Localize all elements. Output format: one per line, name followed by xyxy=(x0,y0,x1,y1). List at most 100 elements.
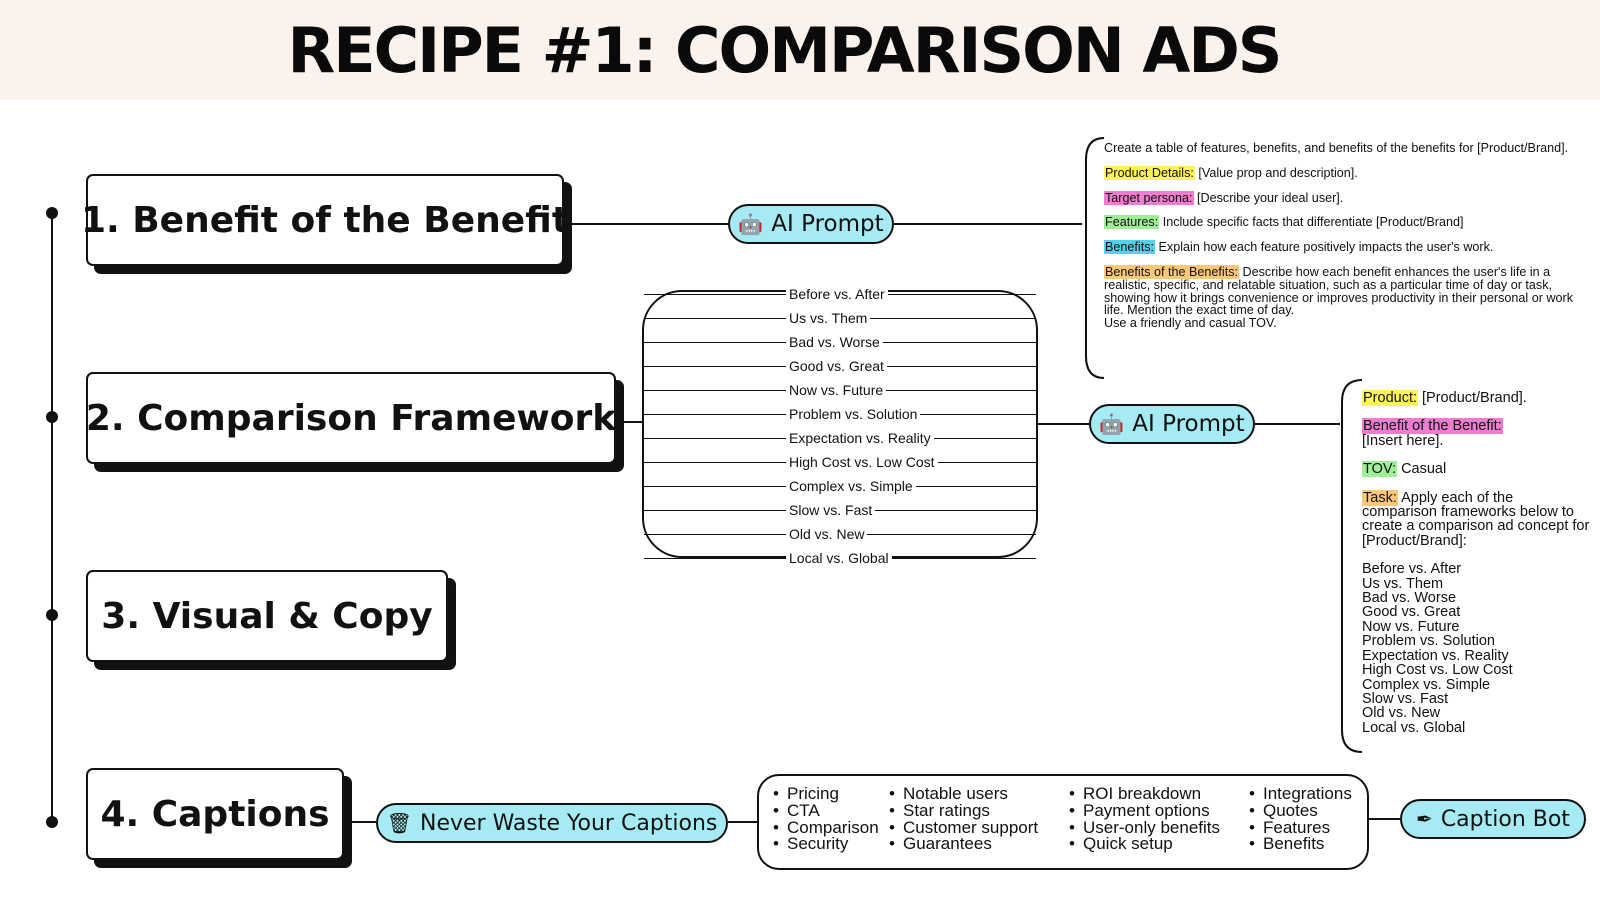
ai-prompt-1-text: Create a table of features, benefits, an… xyxy=(1104,142,1584,330)
comparison-row: Now vs. Future xyxy=(644,382,1036,398)
prompt2-comparison-item: Now vs. Future xyxy=(1362,618,1460,635)
comparison-label: Local vs. Global xyxy=(786,550,892,566)
spine-dot-3 xyxy=(46,609,58,621)
caption-topic-item: Star ratings xyxy=(889,802,1038,820)
comparison-row: Old vs. New xyxy=(644,526,1036,542)
step-number: 3. xyxy=(101,595,141,637)
ai-prompt-label: AI Prompt xyxy=(771,211,884,237)
features-text: Include specific facts that differentiat… xyxy=(1162,215,1464,230)
robot-icon: 🤖 xyxy=(1099,412,1125,436)
comparison-label: Before vs. After xyxy=(786,286,888,302)
caption-topic-item: User-only benefits xyxy=(1069,819,1220,837)
caption-bot-label: Caption Bot xyxy=(1440,806,1570,832)
benefits-highlight: Benefits: xyxy=(1104,240,1156,255)
spine-dot-2 xyxy=(46,411,58,423)
step-captions: 4. Captions xyxy=(86,768,344,860)
prompt2-comparison-item: Good vs. Great xyxy=(1362,604,1461,621)
caption-topic-item: Quick setup xyxy=(1069,835,1220,853)
comparison-label: High Cost vs. Low Cost xyxy=(786,454,938,470)
step-comparison-framework: 2. Comparison Framework xyxy=(86,372,616,464)
ai-prompt-label: AI Prompt xyxy=(1132,411,1245,437)
caption-topic-item: Features xyxy=(1249,819,1352,837)
comparison-label: Good vs. Great xyxy=(786,358,887,374)
caption-topic-item: Comparison xyxy=(773,819,879,837)
ai-prompt-pill-1[interactable]: 🤖 AI Prompt xyxy=(728,204,894,244)
prompt1-features: Features: Include specific facts that di… xyxy=(1104,215,1584,230)
caption-column-2: Notable usersStar ratingsCustomer suppor… xyxy=(889,785,1038,853)
prompt2-comparison-item: Expectation vs. Reality xyxy=(1362,647,1509,664)
caption-topic-item: Benefits xyxy=(1249,835,1352,853)
caption-column-4: IntegrationsQuotesFeaturesBenefits xyxy=(1249,785,1352,853)
prompt2-bob: Benefit of the Benefit:[Insert here]. xyxy=(1362,418,1592,448)
prompt2-tov: TOV: Casual xyxy=(1362,461,1592,478)
caption-topic-item: CTA xyxy=(773,802,879,820)
never-waste-captions-pill[interactable]: 🗑 Never Waste Your Captions xyxy=(376,803,728,843)
comparison-row: Good vs. Great xyxy=(644,358,1036,374)
product-text: [Product/Brand]. xyxy=(1422,390,1527,406)
spine-dot-4 xyxy=(46,816,58,828)
caption-column-3: ROI breakdownPayment optionsUser-only be… xyxy=(1069,785,1220,853)
comparison-label: Now vs. Future xyxy=(786,382,887,398)
product-details-highlight: Product Details: xyxy=(1104,165,1195,180)
comparison-row: Before vs. After xyxy=(644,286,1036,302)
comparison-row: Expectation vs. Reality xyxy=(644,430,1036,446)
comparison-row: Complex vs. Simple xyxy=(644,478,1036,494)
bob-text: Describe how each benefit enhances the u… xyxy=(1104,264,1573,318)
product-highlight: Product: xyxy=(1362,390,1418,406)
prompt1-product: Product Details: [Value prop and descrip… xyxy=(1104,165,1584,180)
step-label: Benefit of the Benefit xyxy=(132,199,570,241)
header-banner: RECIPE #1: COMPARISON ADS xyxy=(0,0,1600,100)
features-highlight: Features: xyxy=(1104,215,1160,230)
caption-topic-item: Customer support xyxy=(889,819,1038,837)
caption-topics-box: PricingCTAComparisonSecurity Notable use… xyxy=(757,774,1369,870)
tov-text: Casual xyxy=(1401,461,1447,478)
comparison-label: Problem vs. Solution xyxy=(786,406,921,422)
bracket-prompt1 xyxy=(1085,137,1105,379)
target-persona-text: [Describe your ideal user]. xyxy=(1197,190,1344,205)
prompt1-intro: Create a table of features, benefits, an… xyxy=(1104,141,1569,155)
step-label: Visual & Copy xyxy=(152,595,433,637)
tov-highlight: TOV: xyxy=(1362,461,1398,478)
prompt2-comparison-item: Local vs. Global xyxy=(1362,719,1466,736)
caption-column-1: PricingCTAComparisonSecurity xyxy=(773,785,879,853)
trash-icon: 🗑 xyxy=(386,811,412,835)
comparison-label: Complex vs. Simple xyxy=(786,478,916,494)
spine-dot-1 xyxy=(46,207,58,219)
robot-icon: 🤖 xyxy=(738,212,764,236)
prompt1-bob: Benefits of the Benefits: Describe how e… xyxy=(1104,264,1584,330)
caption-topic-item: Security xyxy=(773,835,879,853)
comparison-label: Us vs. Them xyxy=(786,310,871,326)
captions-pill-label: Never Waste Your Captions xyxy=(419,810,718,836)
prompt2-comparison-item: High Cost vs. Low Cost xyxy=(1362,662,1513,679)
comparison-row: Slow vs. Fast xyxy=(644,502,1036,518)
step-number: 1. xyxy=(80,199,120,241)
step-visual-copy: 3. Visual & Copy xyxy=(86,570,448,662)
caption-bot-pill[interactable]: ✒ Caption Bot xyxy=(1400,799,1586,839)
prompt2-comparison-item: Complex vs. Simple xyxy=(1362,676,1491,693)
comparison-label: Expectation vs. Reality xyxy=(786,430,934,446)
task-text: Apply each of the comparison frameworks … xyxy=(1362,489,1590,549)
prompt2-comparison-item: Slow vs. Fast xyxy=(1362,690,1449,707)
caption-topic-item: Quotes xyxy=(1249,802,1352,820)
bob-highlight: Benefit of the Benefit: xyxy=(1362,418,1503,435)
bob-highlight: Benefits of the Benefits: xyxy=(1104,264,1240,279)
prompt2-task: Task: Apply each of the comparison frame… xyxy=(1362,489,1592,549)
prompt2-comparison-item: Problem vs. Solution xyxy=(1362,633,1495,650)
prompt2-comparison-item: Bad vs. Worse xyxy=(1362,590,1457,607)
comparison-row: Bad vs. Worse xyxy=(644,334,1036,350)
comparison-row: Problem vs. Solution xyxy=(644,406,1036,422)
prompt1-persona: Target persona: [Describe your ideal use… xyxy=(1104,190,1584,205)
prompt1-benefits: Benefits: Explain how each feature posit… xyxy=(1104,240,1584,255)
step-label: Captions xyxy=(151,793,330,835)
comparison-label: Old vs. New xyxy=(786,526,868,542)
step-number: 2. xyxy=(85,397,125,439)
product-details-text: [Value prop and description]. xyxy=(1198,165,1358,180)
comparison-row: Us vs. Them xyxy=(644,310,1036,326)
caption-topic-item: Integrations xyxy=(1249,785,1352,803)
step-benefit-of-benefit: 1. Benefit of the Benefit xyxy=(81,174,569,266)
ai-prompt-pill-2[interactable]: 🤖 AI Prompt xyxy=(1089,404,1255,444)
comparison-label: Bad vs. Worse xyxy=(786,334,883,350)
step-label: Comparison Framework xyxy=(137,397,617,439)
